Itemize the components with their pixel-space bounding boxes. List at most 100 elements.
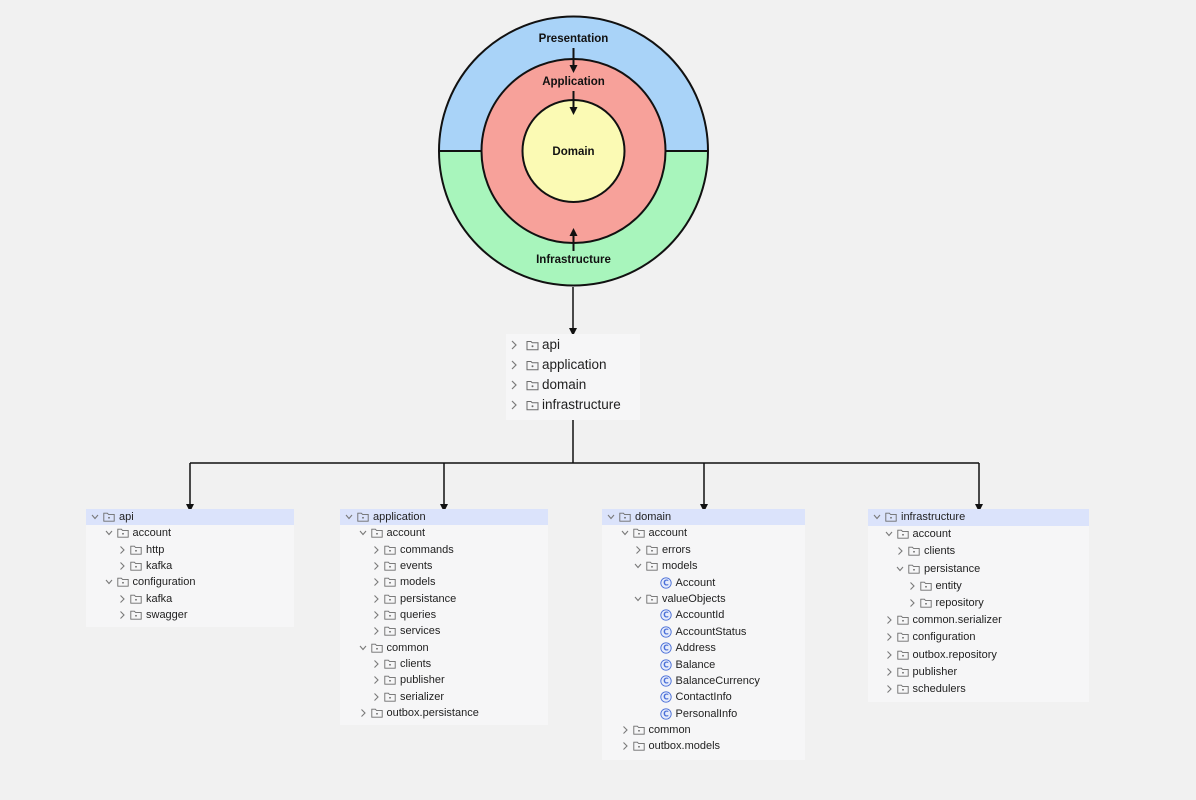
- chevron-right-icon[interactable]: [371, 672, 381, 688]
- chevron-right-icon[interactable]: [371, 558, 381, 574]
- tree-item-schedulers[interactable]: schedulers: [868, 681, 1089, 698]
- folder-icon: [130, 609, 142, 621]
- tree-item-errors[interactable]: errors: [602, 542, 805, 558]
- chevron-right-icon[interactable]: [620, 738, 630, 754]
- class-icon: C: [659, 642, 672, 654]
- chevron-right-icon[interactable]: [895, 543, 905, 559]
- tree-item-valueobjects[interactable]: valueObjects: [602, 591, 805, 607]
- chevron-right-icon[interactable]: [358, 705, 368, 721]
- tree-item-label: account: [132, 527, 172, 540]
- tree-item-publisher[interactable]: publisher: [868, 664, 1089, 681]
- tree-item-persistance[interactable]: persistance: [340, 591, 548, 607]
- chevron-right-icon[interactable]: [371, 656, 381, 672]
- tree-item-infrastructure[interactable]: infrastructure: [868, 509, 1089, 527]
- tree-item-persistance[interactable]: persistance: [868, 561, 1089, 578]
- chevron-right-icon[interactable]: [117, 607, 127, 623]
- chevron-down-icon[interactable]: [872, 509, 882, 525]
- chevron-right-icon[interactable]: [907, 578, 917, 594]
- tree-item-repository[interactable]: repository: [868, 595, 1089, 612]
- tree-item-kafka[interactable]: kafka: [86, 591, 294, 607]
- tree-item-common-serializer[interactable]: common.serializer: [868, 612, 1089, 629]
- tree-item-configuration[interactable]: configuration: [868, 629, 1089, 646]
- tree-item-configuration[interactable]: configuration: [86, 574, 294, 590]
- chevron-right-icon[interactable]: [620, 722, 630, 738]
- chevron-down-icon[interactable]: [358, 525, 368, 541]
- chevron-down-icon[interactable]: [633, 558, 643, 574]
- chevron-right-icon[interactable]: [510, 340, 520, 356]
- chevron-right-icon[interactable]: [884, 681, 894, 697]
- tree-item-outbox-persistance[interactable]: outbox.persistance: [340, 705, 548, 721]
- chevron-down-icon[interactable]: [884, 526, 894, 542]
- tree-item-clients[interactable]: clients: [868, 543, 1089, 560]
- tree-item-kafka[interactable]: kafka: [86, 558, 294, 574]
- tree-item-api[interactable]: api: [86, 509, 294, 526]
- chevron-right-icon[interactable]: [633, 542, 643, 558]
- chevron-down-icon[interactable]: [633, 591, 643, 607]
- tree-item-domain[interactable]: domain: [506, 375, 640, 395]
- chevron-right-icon[interactable]: [117, 542, 127, 558]
- chevron-right-icon[interactable]: [371, 591, 381, 607]
- tree-item-queries[interactable]: queries: [340, 607, 548, 623]
- chevron-down-icon[interactable]: [344, 509, 354, 525]
- chevron-right-icon[interactable]: [884, 647, 894, 663]
- chevron-right-icon[interactable]: [510, 380, 520, 396]
- chevron-right-icon[interactable]: [884, 629, 894, 645]
- chevron-down-icon[interactable]: [620, 525, 630, 541]
- tree-item-domain[interactable]: domain: [602, 509, 805, 526]
- chevron-right-icon[interactable]: [510, 360, 520, 376]
- chevron-right-icon[interactable]: [117, 591, 127, 607]
- tree-item-infrastructure[interactable]: infrastructure: [506, 395, 640, 415]
- tree-item-clients[interactable]: clients: [340, 656, 548, 672]
- chevron-right-icon[interactable]: [510, 400, 520, 416]
- chevron-down-icon[interactable]: [104, 525, 114, 541]
- tree-item-common[interactable]: common: [340, 640, 548, 656]
- tree-item-account[interactable]: account: [868, 526, 1089, 543]
- tree-item-outbox-models[interactable]: outbox.models: [602, 738, 805, 754]
- tree-item-application[interactable]: application: [506, 355, 640, 375]
- chevron-right-icon[interactable]: [117, 558, 127, 574]
- tree-item-common[interactable]: common: [602, 722, 805, 738]
- tree-item-models[interactable]: models: [602, 558, 805, 574]
- tree-item-application[interactable]: application: [340, 509, 548, 526]
- tree-item-outbox-repository[interactable]: outbox.repository: [868, 647, 1089, 664]
- chevron-down-icon[interactable]: [358, 640, 368, 656]
- tree-item-account[interactable]: account: [340, 525, 548, 541]
- tree-item-publisher[interactable]: publisher: [340, 672, 548, 688]
- chevron-right-icon[interactable]: [884, 664, 894, 680]
- tree-item-models[interactable]: models: [340, 574, 548, 590]
- chevron-right-icon[interactable]: [907, 595, 917, 611]
- tree-item-account[interactable]: account: [86, 525, 294, 541]
- tree-item-commands[interactable]: commands: [340, 542, 548, 558]
- chevron-right-icon[interactable]: [371, 689, 381, 705]
- tree-item-http[interactable]: http: [86, 542, 294, 558]
- tree-item-label: infrastructure: [901, 511, 966, 523]
- folder-icon: [384, 625, 396, 637]
- chevron-down-icon[interactable]: [104, 574, 114, 590]
- class-icon: C: [659, 626, 672, 638]
- tree-item-serializer[interactable]: serializer: [340, 689, 548, 705]
- tree-item-api[interactable]: api: [506, 335, 640, 355]
- chevron-down-icon[interactable]: [895, 561, 905, 577]
- chevron-down-icon[interactable]: [90, 509, 100, 525]
- chevron-right-icon[interactable]: [371, 542, 381, 558]
- chevron-right-icon[interactable]: [371, 607, 381, 623]
- tree-item-account[interactable]: account: [602, 525, 805, 541]
- tree-item-events[interactable]: events: [340, 558, 548, 574]
- tree-item-swagger[interactable]: swagger: [86, 607, 294, 623]
- tree-item-services[interactable]: services: [340, 623, 548, 639]
- tree-item-entity[interactable]: entity: [868, 578, 1089, 595]
- tree-item-label: repository: [935, 596, 984, 609]
- chevron-right-icon[interactable]: [884, 612, 894, 628]
- folder-icon: [908, 563, 920, 575]
- chevron-down-icon[interactable]: [606, 509, 616, 525]
- chevron-right-icon[interactable]: [371, 574, 381, 590]
- chevron-right-icon[interactable]: [371, 623, 381, 639]
